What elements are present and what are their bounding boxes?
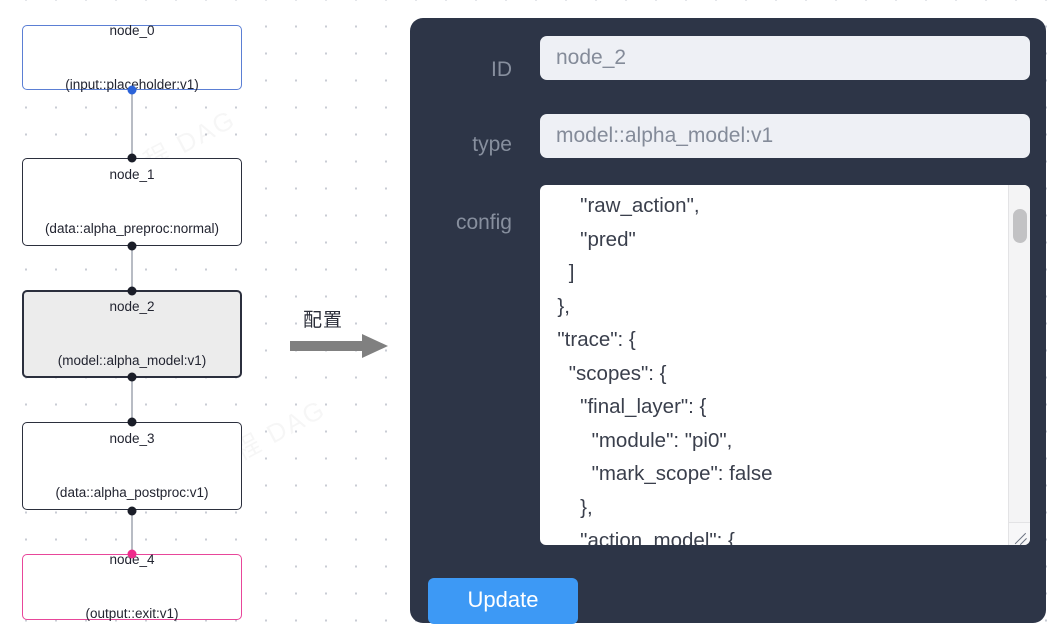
graph-node-node_2[interactable]: node_2 (model::alpha_model:v1) xyxy=(22,290,242,378)
node-type-label: (data::alpha_postproc:v1) xyxy=(55,485,209,500)
node3-input-port[interactable] xyxy=(127,417,137,427)
node-id-label: node_3 xyxy=(109,431,155,446)
edge-node1-node2 xyxy=(131,245,133,295)
node-type-label: (input::placeholder:v1) xyxy=(65,76,199,92)
resize-grip-icon[interactable] xyxy=(1008,522,1030,545)
config-textarea-content[interactable]: "raw_action", "pred" ] }, "trace": { "sc… xyxy=(557,194,773,545)
config-vertical-scrollbar[interactable] xyxy=(1008,185,1030,522)
node-id-label: node_1 xyxy=(109,167,155,182)
node3-output-port[interactable] xyxy=(127,506,137,516)
config-field-label: config xyxy=(455,211,512,234)
node0-output-port[interactable] xyxy=(127,85,137,95)
graph-node-node_3[interactable]: node_3 (data::alpha_postproc:v1) xyxy=(22,422,242,510)
edge-node2-node3 xyxy=(131,376,133,423)
right-arrow-icon xyxy=(290,333,390,364)
node2-input-port[interactable] xyxy=(127,286,137,296)
scrollbar-thumb[interactable] xyxy=(1013,209,1027,243)
node-id-label: node_0 xyxy=(109,22,155,38)
annotation-label: 配置 xyxy=(303,309,344,331)
edge-node0-node1 xyxy=(131,88,133,160)
node2-output-port[interactable] xyxy=(127,372,137,382)
update-button[interactable]: Update xyxy=(428,578,578,624)
node-id-label: node_4 xyxy=(109,552,155,567)
config-textarea[interactable]: "raw_action", "pred" ] }, "trace": { "sc… xyxy=(540,185,1030,545)
graph-node-node_1[interactable]: node_1 (data::alpha_preproc:normal) xyxy=(22,158,242,246)
node-type-label: (data::alpha_preproc:normal) xyxy=(44,221,220,236)
node-id-label: node_2 xyxy=(109,299,155,314)
id-field-label: ID xyxy=(491,58,512,81)
node4-input-port[interactable] xyxy=(127,549,137,559)
graph-node-node_0[interactable]: node_0 (input::placeholder:v1) xyxy=(22,22,242,92)
id-input[interactable]: node_2 xyxy=(540,36,1030,80)
graph-node-node_4[interactable]: node_4 (output::exit:v1) xyxy=(22,552,242,621)
edge-node3-node4 xyxy=(131,510,133,555)
type-input[interactable]: model::alpha_model:v1 xyxy=(540,114,1030,158)
node-type-label: (model::alpha_model:v1) xyxy=(57,353,207,368)
node1-input-port[interactable] xyxy=(127,153,137,163)
type-field-label: type xyxy=(472,133,512,156)
node1-output-port[interactable] xyxy=(127,241,137,251)
node-type-label: (output::exit:v1) xyxy=(85,606,179,621)
